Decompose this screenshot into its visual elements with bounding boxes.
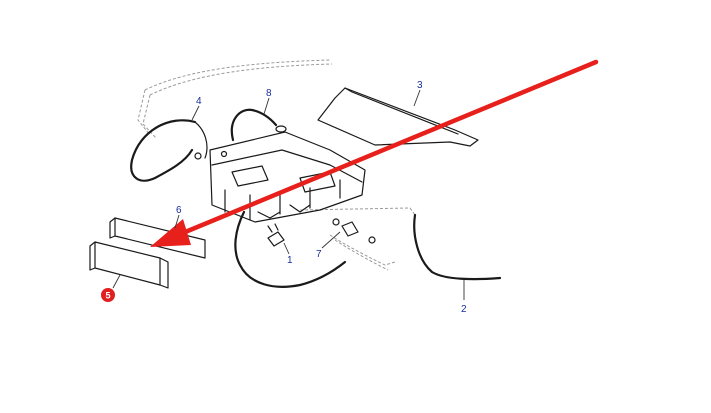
part-8-cable: [230, 108, 287, 142]
part-6-filter: [109, 217, 206, 259]
part-7-fitting: [332, 218, 376, 244]
part-4-hose: [130, 119, 208, 182]
callout-1: 1: [287, 255, 293, 266]
callout-3: 3: [417, 80, 423, 91]
lower-hose-left: [234, 210, 347, 288]
part-3-roof-panel: [317, 87, 479, 147]
callout-7: 7: [316, 249, 322, 260]
part-2-hose: [413, 213, 502, 281]
callout-6: 6: [176, 205, 182, 216]
housing-unit: [209, 131, 366, 223]
red-pointer-arrow: [150, 59, 599, 247]
callout-2: 2: [461, 304, 467, 315]
callout-8: 8: [266, 88, 272, 99]
callout-4: 4: [196, 96, 202, 107]
part-1-connector: [267, 223, 285, 247]
callout-5: 5: [105, 291, 110, 301]
leader-lines: [112, 89, 465, 300]
cab-outline-ghost: [137, 59, 416, 271]
callout-5-highlight: 5: [101, 288, 115, 302]
part-5-filter: [89, 241, 169, 289]
